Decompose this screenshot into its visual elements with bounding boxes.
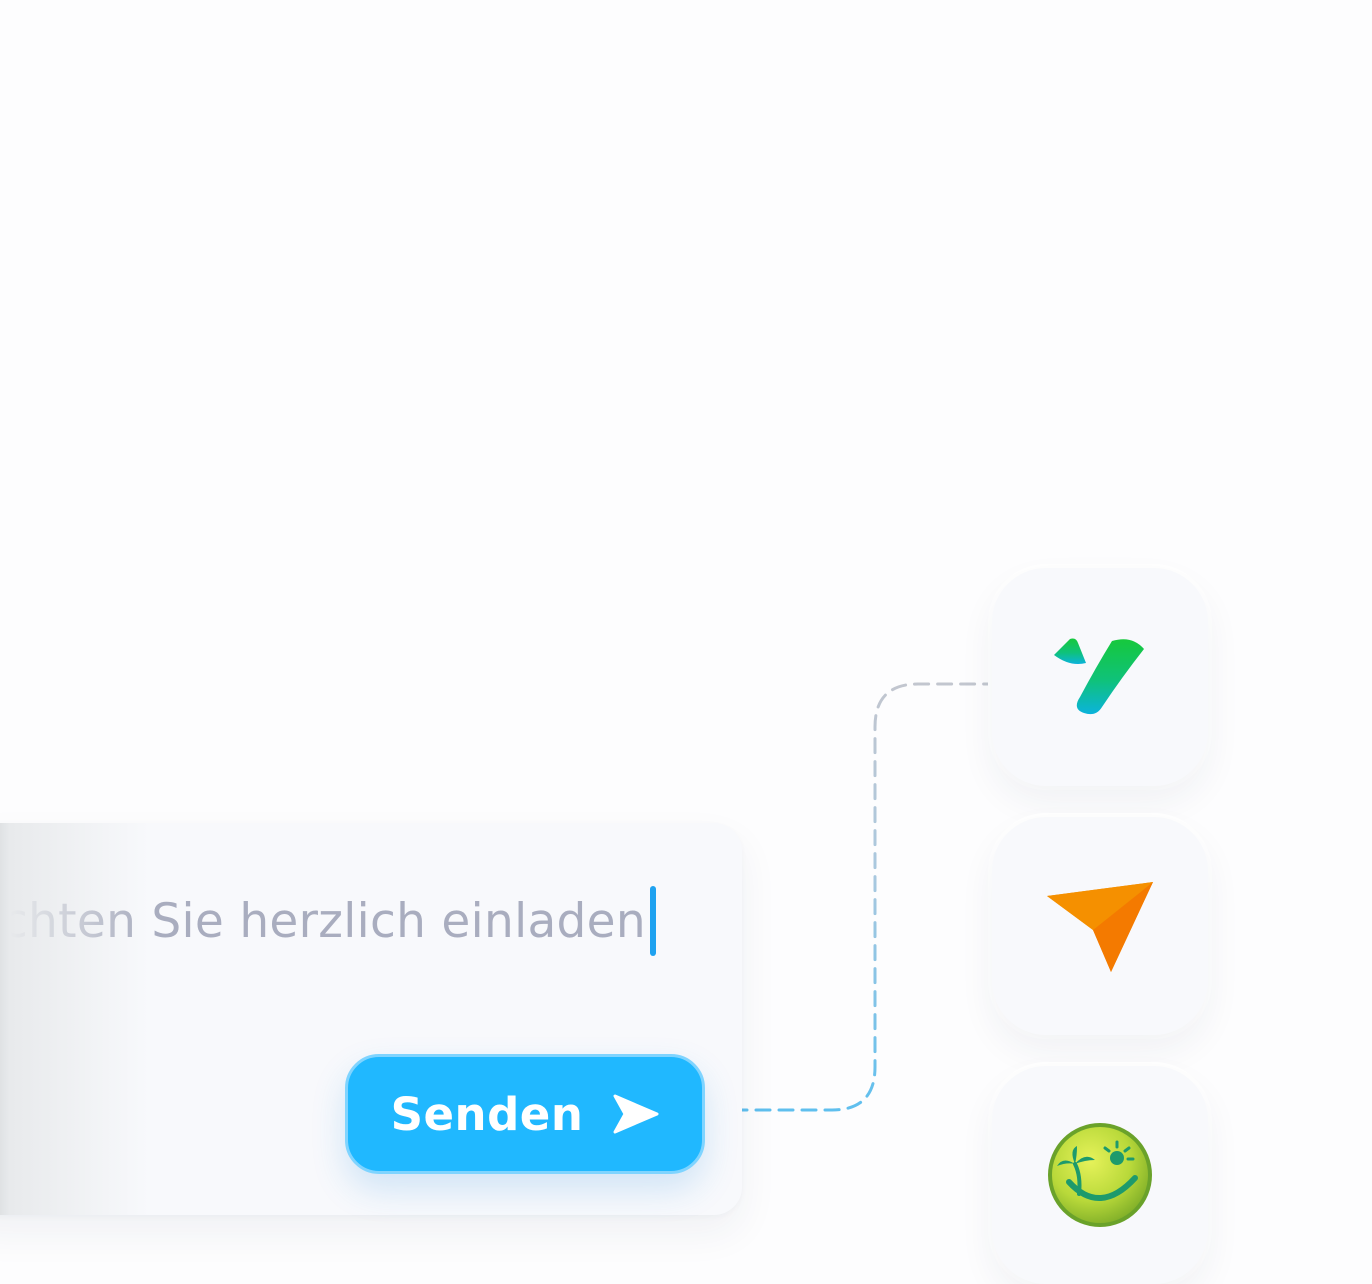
palm-sun-smile-badge-icon bbox=[1045, 1120, 1155, 1230]
text-caret bbox=[650, 886, 656, 956]
orange-navigation-arrow-icon bbox=[1045, 880, 1155, 972]
send-button[interactable]: Senden bbox=[345, 1054, 705, 1174]
paper-plane-icon bbox=[613, 1094, 659, 1134]
message-input[interactable]: öchten Sie herzlich einladen bbox=[0, 885, 656, 957]
integration-tile-green-logo[interactable] bbox=[992, 568, 1208, 786]
integration-tile-palm-badge[interactable] bbox=[992, 1066, 1208, 1284]
composer-fade-overlay bbox=[0, 823, 150, 1215]
green-leaf-logo-icon bbox=[1052, 637, 1148, 717]
message-text: öchten Sie herzlich einladen bbox=[0, 893, 646, 949]
integration-tile-orange-arrow[interactable] bbox=[992, 817, 1208, 1035]
send-button-label: Senden bbox=[390, 1087, 584, 1141]
